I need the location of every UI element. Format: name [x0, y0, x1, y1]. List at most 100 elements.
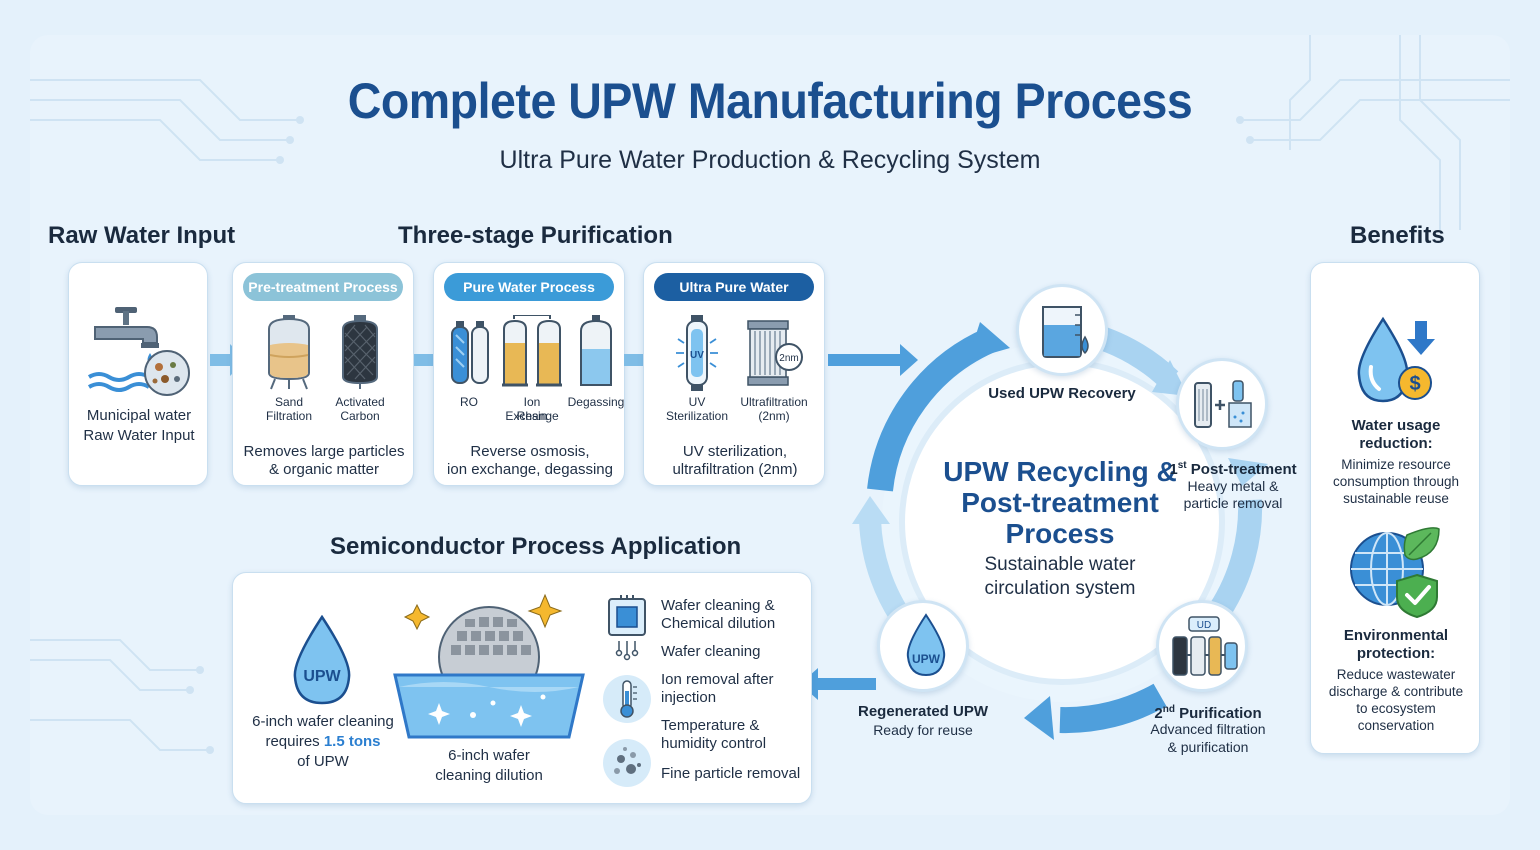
stage1-item2-l1: Activated	[335, 395, 385, 409]
stage3-item1-l2: Sterilization	[665, 409, 729, 423]
stage3-desc-line1: UV sterilization,	[682, 443, 788, 460]
raw-water-heading: Raw Water Input	[48, 222, 236, 249]
regenerated-node: UPW	[877, 600, 969, 692]
purification-node: UD	[1156, 600, 1248, 692]
ro-membrane-icon	[451, 321, 489, 384]
pretreatment-card: Pre-treatment Process Sand Filtration Ac…	[232, 262, 414, 486]
raw-input-line1: Municipal water	[86, 407, 192, 424]
post-treatment-sub2: particle removal	[1183, 495, 1283, 511]
application-item5-l1: Fine particle removal	[661, 765, 801, 782]
post-treatment-label: 1st Post-treatment	[1169, 460, 1297, 478]
application-item3-l1: Ion removal after	[661, 671, 774, 688]
post-treatment-node	[1176, 358, 1268, 450]
ultra-pure-pill: Ultra Pure Water Process	[654, 273, 814, 323]
benefit2-desc4: conservation	[1357, 718, 1435, 733]
purification-icon-label: UD	[1197, 620, 1211, 631]
benefits-heading: Benefits	[1350, 222, 1445, 249]
faucet-icon	[87, 307, 190, 396]
post-treatment-icon	[1194, 380, 1252, 428]
water-savings-icon: $	[1357, 316, 1435, 403]
benefit2-desc1: Reduce wastewater	[1336, 667, 1456, 682]
benefit1-desc3: sustainable reuse	[1343, 491, 1449, 506]
raw-input-line2: Raw Water Input	[83, 427, 195, 444]
stage1-item2-l2: Carbon	[340, 409, 380, 423]
page-subtitle: Ultra Pure Water Production & Recycling …	[499, 146, 1041, 174]
benefit2-desc3: to ecosystem	[1356, 701, 1436, 716]
purification-icon: UD	[1172, 616, 1238, 676]
purification-sub1: Advanced filtration	[1150, 721, 1266, 737]
benefit1-heading1: Water usage	[1351, 417, 1441, 434]
pure-water-pill: Pure Water Process	[444, 273, 614, 301]
benefit1-desc2: consumption through	[1332, 474, 1460, 489]
recovery-label: Used UPW Recovery	[988, 385, 1136, 402]
ultra-pure-card: Ultra Pure Water Process UV 2nm UV Steri…	[643, 262, 825, 486]
stage3-item2-l1: Ultrafiltration	[740, 395, 808, 409]
return-arrow-icon	[800, 668, 876, 700]
cycle-sub-line1: Sustainable water	[984, 554, 1136, 575]
page-title: Complete UPW Manufacturing Process	[347, 73, 1193, 129]
benefit2-desc2: discharge & contribute	[1328, 684, 1464, 699]
degassing-icon	[580, 315, 612, 386]
svg-text:$: $	[1409, 373, 1420, 395]
stage1-item1-l2: Filtration	[265, 409, 312, 423]
cycle-sub-line2: circulation system	[984, 578, 1136, 599]
purification-label: 2nd Purification	[1154, 704, 1262, 722]
recovery-node	[1016, 284, 1108, 376]
stage3-item2-l2: (2nm)	[758, 409, 790, 423]
stage2-desc-line1: Reverse osmosis,	[470, 443, 590, 460]
uv-icon-label: UV	[690, 350, 704, 361]
stage2-desc-line2: ion exchange, degassing	[447, 461, 613, 478]
bath-label-line1: 6-inch wafer	[448, 747, 530, 764]
upw-drop-icon: UPW	[293, 615, 351, 705]
requirement-line3: of UPW	[297, 753, 349, 770]
requirement-line2: requires 1.5 tons	[265, 733, 381, 750]
benefit2-heading2: protection:	[1356, 645, 1436, 662]
application-heading: Semiconductor Process Application	[330, 533, 742, 560]
stage1-item1-l1: Sand	[274, 395, 304, 409]
application-item4-l1: Temperature &	[661, 717, 760, 734]
benefits-card: $ Water usage reduction: Minimize resour…	[1310, 262, 1480, 754]
particles-icon	[603, 739, 651, 787]
stage2-item3-l1: Degassing	[567, 395, 625, 409]
sand-filter-icon	[268, 315, 310, 390]
globe-shield-icon	[1350, 527, 1440, 619]
post-treatment-sub1: Heavy metal &	[1187, 478, 1279, 494]
upw-drop-label: UPW	[303, 668, 341, 685]
cycle-title-line1: UPW Recycling &	[943, 456, 1177, 487]
application-item2-l1: Wafer cleaning	[661, 643, 761, 660]
beaker-icon	[1042, 306, 1089, 358]
application-item1-l2: Chemical dilution	[661, 615, 776, 632]
pure-water-card: Pure Water Process RO Ion Exchange Resin…	[433, 262, 625, 486]
bath-label-line2: cleaning dilution	[435, 767, 543, 784]
stage3-item1-l1: UV	[688, 395, 706, 409]
flow-arrow-icon	[828, 344, 918, 376]
regenerated-sub: Ready for reuse	[873, 722, 973, 738]
purification-heading: Three-stage Purification	[398, 222, 673, 249]
stage2-item2-l1: Ion Exchange	[505, 395, 559, 423]
application-item3-l2: injection	[661, 689, 717, 706]
raw-water-card: Municipal water Raw Water Input	[68, 262, 208, 486]
stage3-desc-line2: ultrafiltration (2nm)	[672, 461, 798, 478]
ion-exchange-icon	[502, 315, 562, 387]
regenerated-label: Regenerated UPW	[857, 703, 989, 720]
cycle-title-line2: Post-treatment	[961, 487, 1159, 518]
stage1-desc-line1: Removes large particles	[243, 443, 405, 460]
cycle-title-line3: Process	[1005, 518, 1115, 549]
nm-icon-label: 2nm	[779, 353, 798, 364]
chip-icon	[608, 595, 646, 661]
benefit1-desc1: Minimize resource	[1341, 457, 1451, 472]
ultrafiltration-icon: 2nm	[747, 320, 803, 386]
stage2-item1-l1: RO	[460, 395, 478, 409]
uv-sterilizer-icon: UV	[676, 315, 718, 391]
application-item1-l1: Wafer cleaning &	[661, 597, 775, 614]
application-item4-l2: humidity control	[661, 735, 767, 752]
regen-drop-label: UPW	[912, 652, 941, 666]
benefit2-heading1: Environmental	[1343, 627, 1449, 644]
pretreatment-pill: Pre-treatment Process	[243, 273, 403, 301]
wafer-bath-icon	[393, 593, 585, 739]
thermometer-icon	[603, 675, 651, 723]
requirement-line1: 6-inch wafer cleaning	[252, 713, 394, 730]
benefit1-heading2: reduction:	[1359, 435, 1433, 452]
stage2-item2-l2: Resin	[516, 409, 548, 423]
carbon-filter-icon	[342, 315, 378, 389]
